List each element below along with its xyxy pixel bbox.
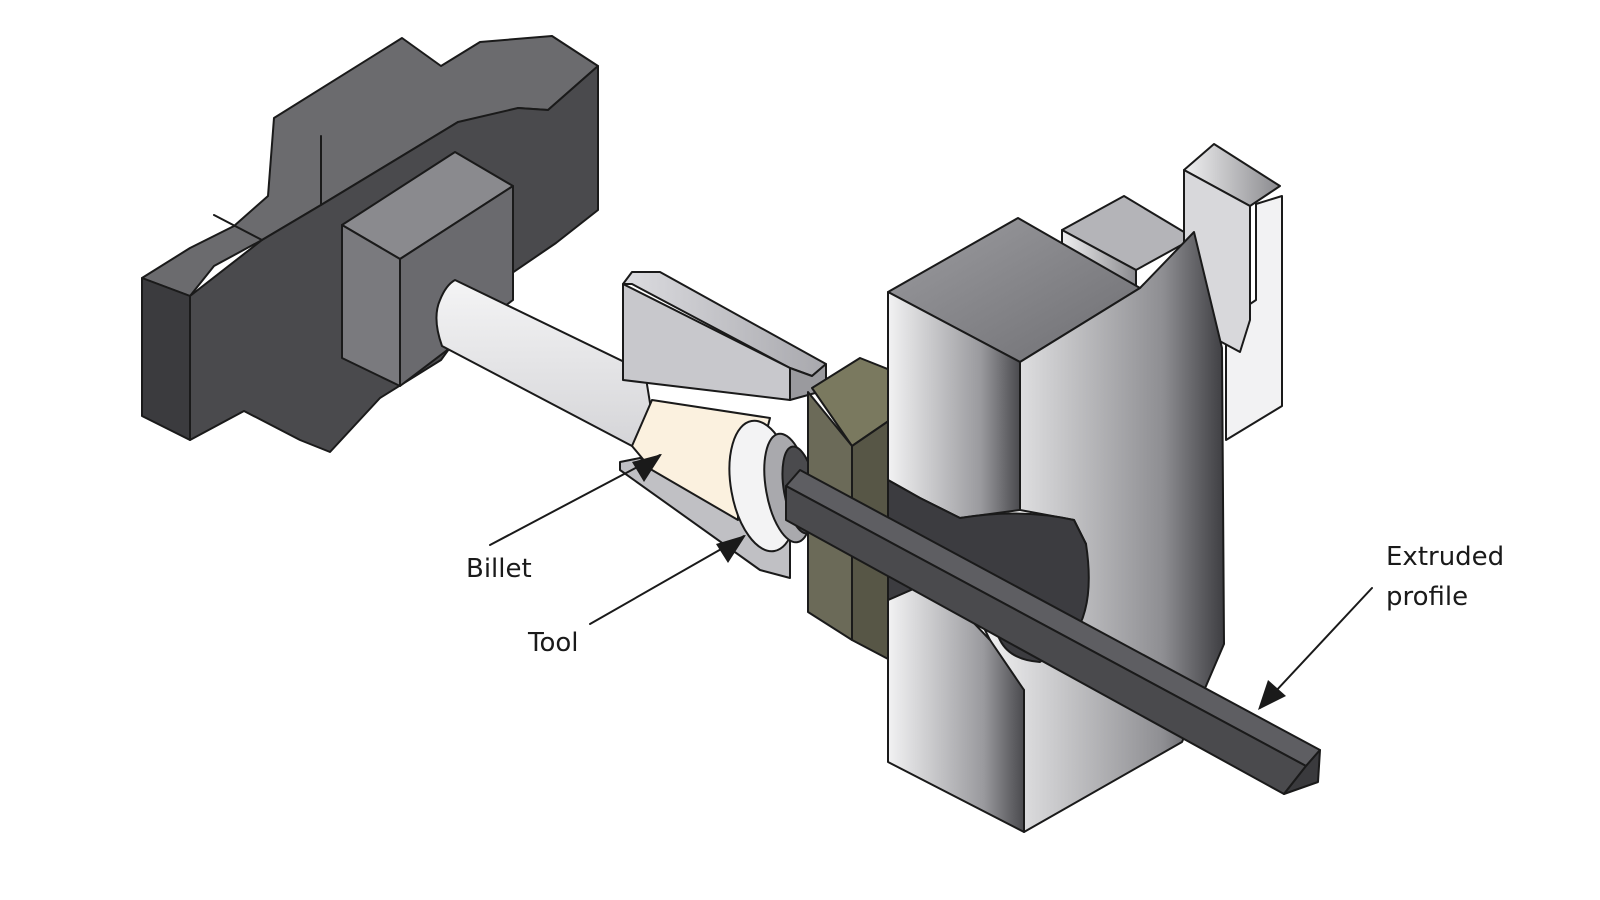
extruded-profile-label-line2: profile <box>1386 582 1468 612</box>
tool-label: Tool <box>527 628 579 658</box>
billet-arrow-icon <box>489 454 662 546</box>
tool-arrow-icon <box>589 535 746 625</box>
extruded-profile-label-line1: Extruded <box>1386 542 1504 572</box>
extruded-profile <box>785 469 1321 795</box>
stem <box>435 279 656 447</box>
container <box>619 271 827 579</box>
profile-arrow-icon <box>1258 587 1373 710</box>
billet-label: Billet <box>466 554 532 584</box>
die-housing <box>887 217 1225 833</box>
